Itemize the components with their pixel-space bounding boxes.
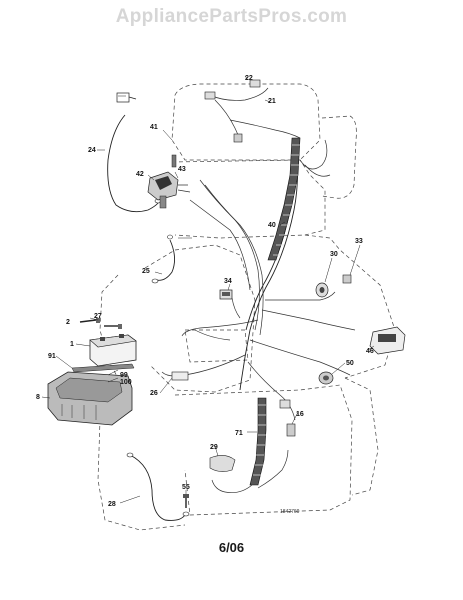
callout-55: 55 [182, 484, 190, 491]
callout-30: 30 [330, 251, 338, 258]
page-number: 6/06 [218, 540, 245, 555]
connector-34 [219, 289, 233, 300]
callout-1: 1 [70, 341, 74, 348]
callout-33: 33 [355, 238, 363, 245]
part-33 [342, 274, 352, 284]
callout-46: 46 [366, 348, 374, 355]
callout-26: 26 [150, 390, 158, 397]
part-16 [279, 399, 296, 437]
callout-27: 27 [94, 313, 102, 320]
watermark: AppliancePartsPros.com [115, 6, 348, 27]
drawing-code: 1842760 [280, 509, 300, 515]
part-50 [318, 371, 334, 385]
conduit-40 [267, 137, 301, 261]
battery-1 [89, 334, 137, 367]
leader-lines [41, 75, 375, 504]
switch-30 [315, 282, 329, 298]
callout-24: 24 [88, 147, 96, 154]
cable-24 [107, 92, 162, 213]
cable-25 [151, 234, 175, 284]
callout-99: 99 [120, 372, 128, 379]
callout-25: 25 [142, 268, 150, 275]
cable-28 [126, 452, 190, 521]
ignition-switch [147, 154, 191, 209]
callout-91: 91 [48, 353, 56, 360]
callout-8: 8 [36, 394, 40, 401]
terminal-bolts [79, 318, 122, 329]
callout-2: 2 [66, 319, 70, 326]
bolt-55 [183, 494, 189, 508]
callout-50: 50 [346, 360, 354, 367]
callout-100: 100 [120, 379, 132, 386]
callout-29: 29 [210, 444, 218, 451]
callout-43: 43 [178, 166, 186, 173]
callout-16: 16 [296, 411, 304, 418]
part-21-22 [204, 79, 261, 143]
callout-42: 42 [136, 171, 144, 178]
callout-21: 21 [268, 98, 276, 105]
module-46 [369, 326, 406, 355]
callout-40: 40 [268, 222, 276, 229]
callout-41: 41 [150, 124, 158, 131]
part-29 [209, 455, 236, 472]
callout-71: 71 [235, 430, 243, 437]
callout-22: 22 [245, 75, 253, 82]
callout-28: 28 [108, 501, 116, 508]
hold-down-strap-91 [71, 363, 135, 373]
callout-34: 34 [224, 278, 232, 285]
conduit-71 [211, 397, 289, 494]
battery-tray-8 [47, 371, 133, 426]
part-26 [171, 371, 189, 381]
